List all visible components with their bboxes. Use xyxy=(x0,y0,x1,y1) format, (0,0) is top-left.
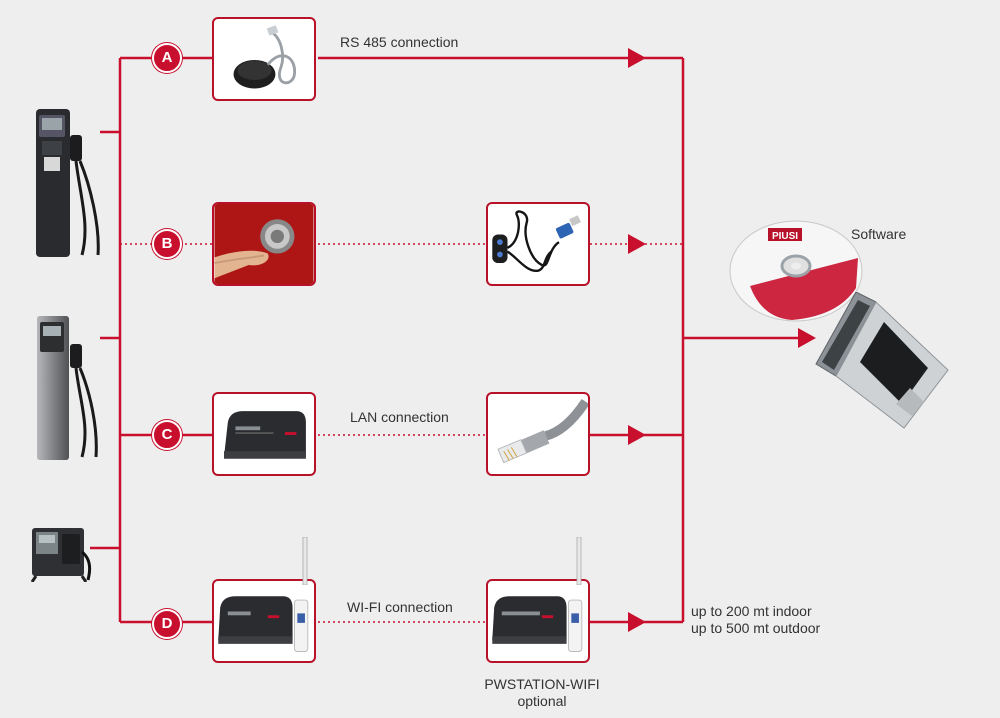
rs485-adapter-image xyxy=(233,25,296,89)
software-label: Software xyxy=(851,226,907,242)
row-b-arrow xyxy=(628,234,646,254)
pwstation-wifi-box xyxy=(486,579,590,663)
software-cd-image: PIUSI xyxy=(728,218,864,324)
laptop-image xyxy=(812,292,952,432)
pwstation-caption-name: PWSTATION-WIFI xyxy=(484,676,600,692)
fuel-pump-3-image xyxy=(26,522,96,582)
range-note-outdoor: up to 500 mt outdoor xyxy=(691,620,821,636)
range-note: up to 200 mt indoor up to 500 mt outdoor xyxy=(691,603,820,637)
badge-d: D xyxy=(152,609,182,639)
rs485-adapter-box xyxy=(212,17,316,101)
wifi-connection-label: WI-FI connection xyxy=(347,599,453,615)
wifi-module-antenna xyxy=(300,537,310,585)
cd-logo-text: PIUSI xyxy=(772,231,798,242)
badge-c: C xyxy=(152,420,182,450)
wifi-module-box xyxy=(212,579,316,663)
rj45-cable-box xyxy=(486,392,590,476)
row-d-arrow xyxy=(628,612,646,632)
rj45-cable-image xyxy=(497,398,588,464)
badge-b: B xyxy=(152,229,182,259)
wifi-module-image xyxy=(218,596,309,652)
row-c-arrow xyxy=(628,425,646,445)
key-reader-image xyxy=(214,204,314,284)
range-note-indoor: up to 200 mt indoor xyxy=(691,603,812,619)
pwstation-caption-optional: optional xyxy=(517,693,567,709)
fuel-pump-1-image xyxy=(30,105,105,260)
usb-key-reader-box xyxy=(486,202,590,286)
row-a-arrow xyxy=(628,48,646,68)
laptop-arrow xyxy=(798,328,816,348)
key-reader-box xyxy=(212,202,316,286)
lan-module-image xyxy=(224,411,306,459)
pwstation-caption: PWSTATION-WIFI optional xyxy=(480,676,604,710)
pwstation-wifi-image xyxy=(492,596,583,652)
rs485-connection-label: RS 485 connection xyxy=(340,34,459,50)
fuel-pump-2-image xyxy=(32,312,104,462)
usb-key-reader-image xyxy=(492,210,581,272)
badge-a: A xyxy=(152,43,182,73)
lan-module-box xyxy=(212,392,316,476)
lan-connection-label: LAN connection xyxy=(350,409,449,425)
pwstation-antenna xyxy=(574,537,584,585)
